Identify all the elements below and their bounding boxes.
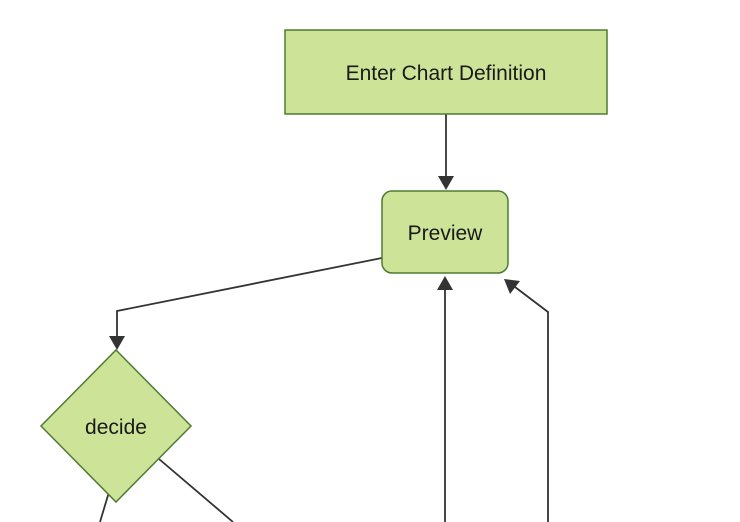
edge-offscreen-preview-right bbox=[504, 279, 549, 522]
edge-decide-offscreen-left bbox=[99, 491, 110, 522]
arrowhead-down-icon bbox=[438, 176, 454, 190]
edge-enterchartdefinition-preview bbox=[438, 114, 454, 190]
arrowhead-up-icon bbox=[437, 276, 453, 290]
edge-line bbox=[99, 491, 110, 522]
node-decide-label: decide bbox=[85, 416, 147, 439]
edge-line bbox=[514, 286, 549, 522]
node-preview-shape bbox=[381, 190, 509, 274]
arrowhead-down-icon bbox=[109, 336, 125, 350]
edge-offscreen-preview-center bbox=[437, 276, 453, 522]
node-decide: decide bbox=[39, 348, 193, 504]
edge-line bbox=[158, 458, 234, 522]
arrowhead-up-left-icon bbox=[504, 279, 520, 294]
node-preview-label: Preview bbox=[408, 222, 484, 245]
node-preview: Preview bbox=[381, 190, 509, 274]
node-enter-chart-definition-shape bbox=[284, 29, 608, 115]
node-enter-chart-definition-label: Enter Chart Definition bbox=[346, 62, 547, 85]
edge-decide-offscreen-right bbox=[158, 458, 234, 522]
edge-preview-decide bbox=[109, 257, 383, 350]
node-decide-shape bbox=[39, 348, 193, 504]
edge-line bbox=[116, 257, 383, 337]
node-enter-chart-definition: Enter Chart Definition bbox=[284, 29, 608, 115]
